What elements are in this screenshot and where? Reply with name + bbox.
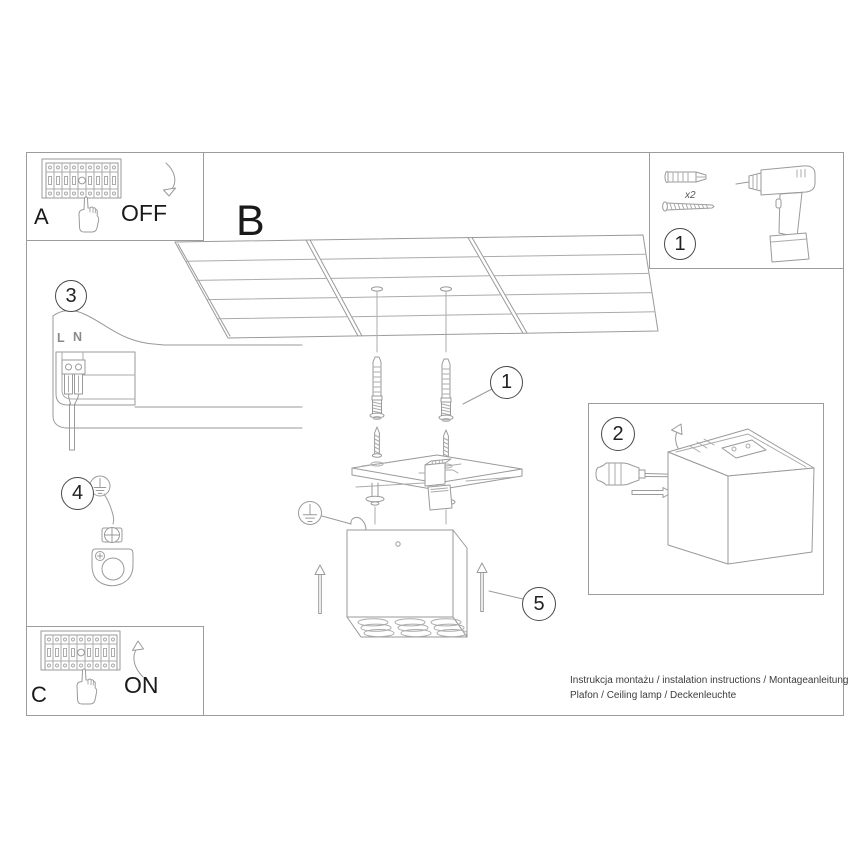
callout-leader: [489, 591, 523, 599]
step-badge-parts: 1: [664, 228, 696, 260]
wires: [69, 394, 79, 404]
breaker-strip-icon: [40, 630, 121, 671]
step-badge-anchors: 1: [490, 366, 523, 399]
wall-plug-icon: [665, 172, 706, 183]
panel-parts-box: [649, 152, 844, 269]
parts-figure: [663, 166, 815, 262]
terminal-block-icon: [419, 459, 458, 486]
breaker-off-figure: [41, 158, 176, 233]
arrow-up-icon: [314, 564, 326, 614]
neutral-wire-label: N: [73, 330, 83, 344]
screwdriver-icon: [596, 463, 706, 485]
bracket-screw-post: [366, 483, 384, 505]
ceiling-grid: [175, 235, 658, 352]
panel-c-box: [26, 626, 204, 716]
panel-a-box: [26, 152, 204, 241]
pointing-hand-icon: [78, 196, 100, 233]
footer-line-1: Instrukcja montażu / instalation instruc…: [570, 675, 849, 686]
anchor-quantity-label: x2: [685, 190, 696, 201]
ground-wire: [104, 494, 114, 524]
arrow-up-icon: [476, 562, 488, 612]
panel-open-box: [588, 403, 824, 595]
ground-clamp-figure: [89, 475, 133, 586]
open-box-figure: [596, 424, 814, 564]
mains-connection-figure: [53, 310, 302, 450]
arrow-right-icon: [632, 488, 672, 498]
ground-wire: [351, 517, 366, 530]
mount-plate-icon: [92, 549, 133, 586]
mounting-bracket: [352, 455, 522, 524]
terminal-block-icon: [62, 360, 85, 394]
supply-cable: [70, 404, 75, 450]
step-badge-mount: 5: [522, 587, 556, 621]
clamp-screw-icon: [102, 528, 122, 543]
lamp-body: [297, 500, 524, 638]
step-letter-c: C: [31, 682, 47, 707]
step-badge-mains: 3: [55, 280, 87, 312]
footer-text: Instrukcja montażu / instalation instruc…: [570, 674, 849, 703]
earth-ground-icon: [297, 500, 323, 526]
main-frame: [26, 152, 844, 716]
step-letter-b: B: [236, 197, 265, 245]
drill-icon: [736, 166, 815, 262]
lamp-box-open-icon: [668, 429, 814, 564]
screw-icon: [371, 426, 383, 458]
screw-icon: [663, 202, 714, 211]
breaker-off-label: OFF: [121, 200, 167, 226]
wall-plug-icon: [369, 356, 385, 420]
wall-plugs-figure: [369, 356, 492, 461]
breaker-on-label: ON: [124, 672, 159, 698]
pointing-hand-icon: [76, 668, 98, 705]
breaker-on-figure: [40, 630, 144, 705]
footer-line-2: Plafon / Ceiling lamp / Deckenleuchte: [570, 689, 737, 701]
led-lenses: [358, 619, 467, 637]
step-letter-a: A: [34, 204, 49, 229]
line-wire-label: L: [57, 331, 65, 345]
callout-leader: [322, 516, 351, 524]
step-badge-ground: 4: [61, 477, 94, 510]
breaker-strip-icon: [41, 158, 122, 199]
step-badge-open: 2: [601, 417, 635, 451]
wall-plug-icon: [438, 358, 454, 422]
callout-leader: [463, 389, 492, 404]
curved-arrow-down-icon: [166, 163, 175, 190]
